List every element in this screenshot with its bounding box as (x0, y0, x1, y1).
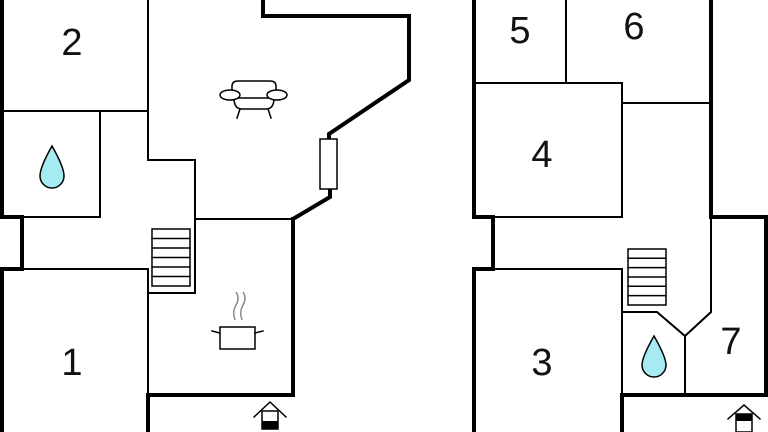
water-drop-icon (39, 144, 65, 189)
room-label-5: 5 (509, 10, 530, 52)
room-label-1: 1 (61, 342, 82, 384)
right-floor: 5 6 4 3 7 (472, 0, 768, 432)
room-label-3: 3 (531, 342, 552, 384)
room-label-4: 4 (531, 134, 552, 176)
window-icon (319, 138, 338, 190)
stairs-icon (627, 248, 667, 306)
kitchen-pot-icon (211, 291, 264, 350)
left-floor: 2 1 (0, 0, 411, 432)
room-label-6: 6 (623, 6, 644, 48)
room-label-2: 2 (61, 22, 82, 64)
wall-living-outer (261, 0, 411, 222)
sofa-icon (219, 80, 288, 119)
wall-right-outer (620, 0, 768, 432)
wall-room1-top (21, 268, 149, 396)
stairs-icon (151, 228, 191, 287)
wall-hall (621, 216, 712, 396)
room-label-7: 7 (720, 321, 741, 363)
wall-kitchen-outer (146, 217, 295, 432)
wall-room5-6 (473, 0, 623, 218)
outer-wall-left (0, 0, 24, 432)
wall-bathroom (1, 110, 101, 218)
water-drop-icon (641, 334, 667, 378)
outer-wall-left (472, 0, 495, 432)
entrance-icon (726, 404, 762, 432)
entrance-icon (252, 400, 288, 430)
wall-room3 (492, 268, 623, 396)
